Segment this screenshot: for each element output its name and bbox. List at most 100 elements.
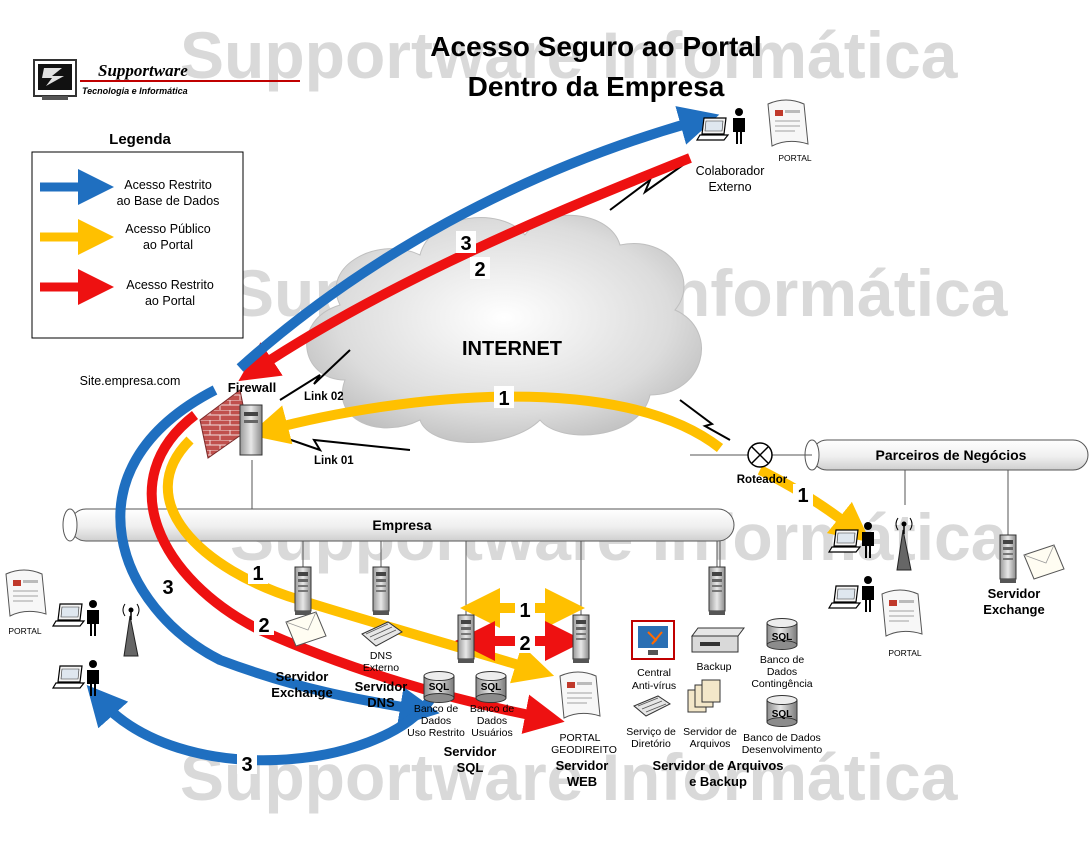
db-contingency-line2: Dados — [767, 666, 797, 678]
logo-name: Supportware — [98, 61, 188, 80]
sql-tag-2: SQL — [481, 682, 502, 693]
flow-number-1-top: 1 — [498, 388, 509, 410]
db-users-line1: Banco de — [470, 703, 515, 715]
dns-label-line2: DNS — [367, 695, 395, 710]
db-restricted-line2: Dados — [421, 715, 451, 727]
flow-number-1-partners: 1 — [797, 485, 808, 507]
antenna-icon — [122, 603, 140, 657]
directory-label-line1: Serviço de — [626, 726, 676, 738]
link01-label: Link 01 — [314, 455, 354, 467]
directory-service-icon — [633, 695, 671, 717]
legend-item-blue: Acesso Restrito ao Base de Dados — [40, 169, 220, 208]
flow-number-3-top: 3 — [460, 233, 471, 255]
site-url-label: Site.empresa.com — [80, 374, 181, 388]
exchange-label-line2: Exchange — [271, 685, 332, 700]
portal-page-icon — [881, 589, 923, 637]
db-users-line3: Usuários — [471, 727, 512, 739]
portal-label-top: PORTAL — [778, 153, 811, 163]
parceiros-network-bus — [804, 439, 1089, 471]
person-icon — [862, 576, 874, 612]
antivirus-label-line1: Central — [637, 667, 671, 679]
web-label-line1: Servidor — [556, 758, 609, 773]
legend-yellow-line2: ao Portal — [143, 238, 193, 252]
laptop-icon — [52, 665, 85, 689]
page-title-line2: Dentro da Empresa — [468, 71, 725, 102]
db-restricted-line1: Banco de — [414, 703, 459, 715]
laptop-icon — [696, 117, 729, 141]
flow-number-3-left: 3 — [162, 577, 173, 599]
server-icon — [572, 614, 590, 664]
db-dev-line1: Banco de Dados — [743, 732, 821, 744]
supportware-logo: Supportware Tecnologia e Informática — [33, 59, 300, 100]
flow-number-2-left: 2 — [258, 615, 269, 637]
file-server-icon — [687, 679, 721, 713]
flow-number-2-top: 2 — [474, 259, 485, 281]
flow-number-1-left: 1 — [252, 563, 263, 585]
internet-cloud — [306, 214, 702, 443]
file-backup-label-line2: e Backup — [689, 774, 747, 789]
firewall-label: Firewall — [228, 380, 276, 395]
person-icon — [87, 660, 99, 696]
file-backup-server — [631, 566, 798, 727]
router-icon — [747, 442, 773, 468]
internet-label: INTERNET — [462, 338, 562, 360]
parceiros-label: Parceiros de Negócios — [876, 447, 1027, 463]
portal-label-partner: PORTAL — [888, 648, 921, 658]
partner-exchange-label-line1: Servidor — [988, 586, 1041, 601]
firewall-icon — [199, 389, 263, 459]
legend-red-line2: ao Portal — [145, 294, 195, 308]
logo-tagline: Tecnologia e Informática — [82, 86, 188, 96]
dns-external-label-line1: DNS — [370, 650, 392, 662]
sql-label-line1: Servidor — [444, 744, 497, 759]
legend-heading: Legenda — [109, 131, 171, 148]
link-bolts — [267, 159, 731, 452]
sql-tag-1: SQL — [429, 682, 450, 693]
server-icon — [457, 614, 475, 664]
exchange-label-line1: Servidor — [276, 669, 329, 684]
legend-blue-line2: ao Base de Dados — [117, 194, 220, 208]
file-backup-label-line1: Servidor de Arquivos — [653, 758, 784, 773]
db-dev-line2: Desenvolvimento — [742, 744, 823, 756]
antivirus-label-line2: Anti-vírus — [632, 680, 676, 692]
web-label-line2: WEB — [567, 774, 597, 789]
sql-tag-4: SQL — [772, 709, 793, 720]
web-server — [559, 614, 601, 719]
server-icon — [372, 566, 390, 616]
directory-label-line2: Diretório — [631, 738, 671, 750]
page-title-line1: Acesso Seguro ao Portal — [430, 31, 761, 62]
dns-external-label-line2: Externo — [363, 662, 399, 674]
person-icon — [87, 600, 99, 636]
portal-page-icon — [559, 671, 601, 719]
db-users-line2: Dados — [477, 715, 507, 727]
db-contingency-line1: Banco de — [760, 654, 805, 666]
flow-number-1-servers: 1 — [519, 600, 530, 622]
envelope-icon — [1023, 544, 1065, 580]
file-server-label-line1: Servidor de — [683, 726, 737, 738]
external-collaborator — [696, 99, 809, 147]
portal-page-icon — [767, 99, 809, 147]
empresa-label: Empresa — [372, 517, 431, 533]
file-server-label-line2: Arquivos — [690, 738, 731, 750]
legend-item-yellow: Acesso Público ao Portal — [40, 219, 211, 255]
backup-device-icon — [691, 627, 745, 653]
flow-number-2-servers: 2 — [519, 633, 530, 655]
watermark-top: Supportware Informática — [180, 18, 959, 92]
portal-geo-line1: PORTAL — [559, 732, 600, 744]
portal-geo-line2: GEODIREITO — [551, 744, 617, 756]
dns-server — [361, 566, 403, 647]
router-label: Roteador — [737, 474, 788, 486]
link02-label: Link 02 — [304, 391, 344, 403]
person-icon — [733, 108, 745, 144]
backup-label: Backup — [696, 661, 731, 673]
server-icon — [708, 566, 726, 616]
db-restricted-line3: Uso Restrito — [407, 727, 465, 739]
collaborator-label-line2: Externo — [708, 180, 751, 194]
collaborator-label-line1: Colaborador — [696, 164, 765, 178]
sql-tag-3: SQL — [772, 632, 793, 643]
dns-external-device-icon — [361, 621, 403, 647]
partner-exchange-server — [999, 534, 1065, 584]
server-icon — [999, 534, 1017, 584]
flow-numbers: 1 1 1 1 2 2 2 3 3 3 — [158, 231, 813, 776]
laptop-icon — [52, 603, 85, 627]
